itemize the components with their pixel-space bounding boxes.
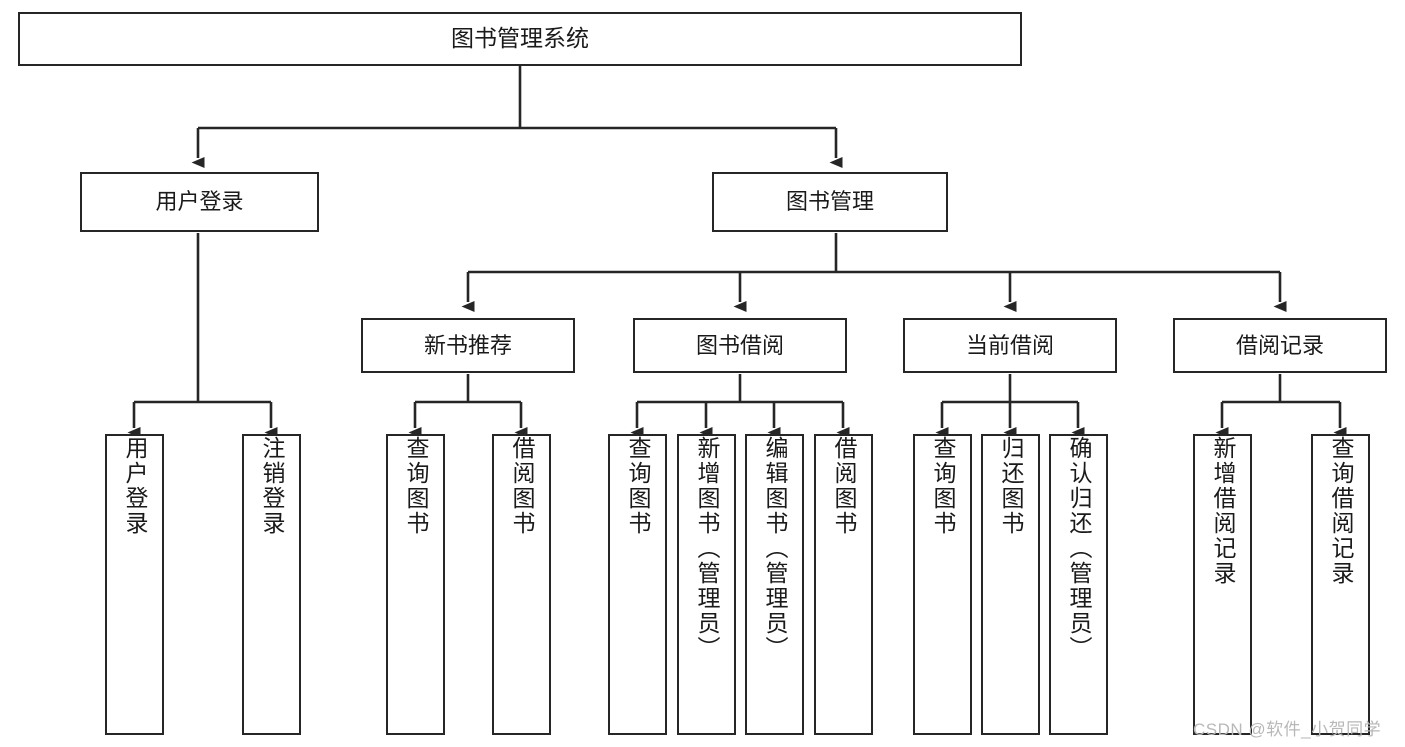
leaf-confirm-return-admin[interactable]: 确认归还（管理员） xyxy=(1049,434,1108,735)
node-book-manage[interactable]: 图书管理 xyxy=(712,172,948,232)
node-borrow-record-label: 借阅记录 xyxy=(1235,332,1324,358)
leaf-query-book-2-label: 查询图书 xyxy=(625,436,651,536)
node-current-borrow[interactable]: 当前借阅 xyxy=(903,318,1117,373)
leaf-return-book[interactable]: 归还图书 xyxy=(981,434,1040,735)
leaf-query-book-3[interactable]: 查询图书 xyxy=(913,434,972,735)
leaf-borrow-book-1[interactable]: 借阅图书 xyxy=(492,434,551,735)
node-new-book-recommend-label: 新书推荐 xyxy=(423,332,512,358)
leaf-confirm-return-admin-label: 确认归还（管理员） xyxy=(1066,436,1092,661)
node-borrow-record[interactable]: 借阅记录 xyxy=(1173,318,1387,373)
leaf-query-book-3-label: 查询图书 xyxy=(930,436,956,536)
node-user-login[interactable]: 用户登录 xyxy=(80,172,319,232)
node-root[interactable]: 图书管理系统 xyxy=(18,12,1022,66)
leaf-query-book-1[interactable]: 查询图书 xyxy=(386,434,445,735)
leaf-borrow-book-2-label: 借阅图书 xyxy=(831,436,857,536)
node-user-login-label: 用户登录 xyxy=(155,189,244,215)
leaf-query-book-2[interactable]: 查询图书 xyxy=(608,434,667,735)
node-root-label: 图书管理系统 xyxy=(451,25,589,52)
leaf-query-borrow-record-label: 查询借阅记录 xyxy=(1328,436,1354,586)
leaf-borrow-book-1-label: 借阅图书 xyxy=(509,436,535,536)
leaf-borrow-book-2[interactable]: 借阅图书 xyxy=(814,434,873,735)
leaf-user-login-label: 用户登录 xyxy=(122,436,148,536)
leaf-add-book-admin-label: 新增图书（管理员） xyxy=(694,436,720,661)
node-book-borrow[interactable]: 图书借阅 xyxy=(633,318,847,373)
watermark-text: CSDN @软件_小贺同学 xyxy=(1193,720,1382,739)
node-new-book-recommend[interactable]: 新书推荐 xyxy=(361,318,575,373)
leaf-add-book-admin[interactable]: 新增图书（管理员） xyxy=(677,434,736,735)
leaf-edit-book-admin-label: 编辑图书（管理员） xyxy=(762,436,788,661)
node-current-borrow-label: 当前借阅 xyxy=(965,332,1054,358)
leaf-user-login[interactable]: 用户登录 xyxy=(105,434,164,735)
leaf-add-borrow-record[interactable]: 新增借阅记录 xyxy=(1193,434,1252,735)
leaf-query-book-1-label: 查询图书 xyxy=(403,436,429,536)
leaf-logout-login-label: 注销登录 xyxy=(259,436,285,536)
leaf-return-book-label: 归还图书 xyxy=(998,436,1024,536)
node-book-borrow-label: 图书借阅 xyxy=(695,332,784,358)
leaf-edit-book-admin[interactable]: 编辑图书（管理员） xyxy=(745,434,804,735)
node-book-manage-label: 图书管理 xyxy=(785,189,874,215)
leaf-query-borrow-record[interactable]: 查询借阅记录 xyxy=(1311,434,1370,735)
leaf-add-borrow-record-label: 新增借阅记录 xyxy=(1210,436,1236,586)
leaf-logout-login[interactable]: 注销登录 xyxy=(242,434,301,735)
